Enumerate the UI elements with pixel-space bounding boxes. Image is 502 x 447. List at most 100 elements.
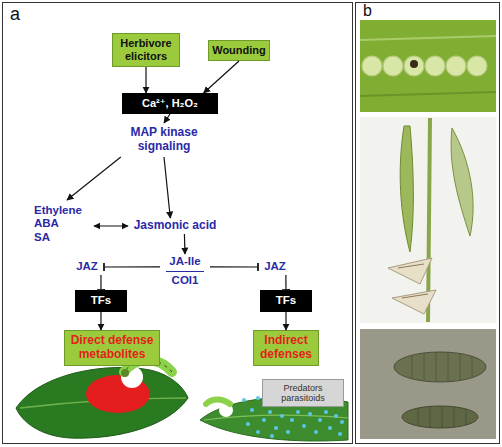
egg xyxy=(404,56,424,76)
leaf-vein xyxy=(360,36,496,40)
callout-box-text: Predators parasitoids xyxy=(263,383,343,404)
hormone-list-text: Ethylene ABA SA xyxy=(34,204,94,244)
transcription-box-text: TFs xyxy=(276,294,296,307)
callout-box: Predators parasitoids xyxy=(262,379,344,407)
volatile-dot xyxy=(250,408,254,412)
volatile-dot xyxy=(290,418,294,422)
volatile-dot xyxy=(242,398,246,402)
transcription-box-text: TFs xyxy=(91,294,111,307)
hormone-label-text: Jasmonic acid xyxy=(134,219,217,233)
arrow-connector xyxy=(204,61,239,93)
volatile-dot xyxy=(246,422,250,426)
volatile-dot xyxy=(314,430,318,434)
caterpillar-head xyxy=(121,369,129,377)
defense-box: Direct defense metabolites xyxy=(64,330,160,366)
leaf-vein xyxy=(360,92,496,96)
inhibition-connector xyxy=(285,275,286,290)
arrow-connector xyxy=(145,67,146,93)
volatile-dot xyxy=(270,434,274,438)
leaf-illustration xyxy=(16,360,188,438)
defense-box: Indirect defenses xyxy=(253,330,319,366)
egg-photo xyxy=(360,20,496,112)
volatile-dot xyxy=(334,414,338,418)
egg xyxy=(467,56,487,76)
volatile-dot xyxy=(318,418,322,422)
volatile-dot xyxy=(256,396,260,400)
larva-photo xyxy=(360,329,496,439)
repressor-label: JAZ xyxy=(70,259,104,275)
volatile-dot xyxy=(256,430,260,434)
photo-background xyxy=(360,329,496,439)
arrow-connector xyxy=(100,312,101,330)
defense-box-text: Direct defense metabolites xyxy=(65,334,159,362)
egg xyxy=(425,56,445,76)
moth-stripe xyxy=(398,264,428,298)
panel-frame xyxy=(356,3,500,444)
connector-group xyxy=(67,61,286,330)
photo-background xyxy=(360,117,496,323)
transcription-box: TFs xyxy=(75,290,127,312)
stimulus-box-text: Wounding xyxy=(212,44,266,57)
volatile-dot xyxy=(324,410,328,414)
receptor-complex-text: COI1 xyxy=(172,274,199,287)
moth xyxy=(392,290,436,314)
volatile-dot xyxy=(262,418,266,422)
moth-photo xyxy=(360,117,496,323)
stimulus-box: Wounding xyxy=(208,40,270,61)
volatile-dot xyxy=(308,412,312,416)
repressor-label-text: JAZ xyxy=(264,260,286,273)
receptor-complex-text: JA-Ile xyxy=(166,255,203,271)
repressor-label: JAZ xyxy=(258,259,292,275)
leaf-shape xyxy=(16,367,188,438)
volatile-dot xyxy=(274,426,278,430)
inhibition-connector xyxy=(210,266,258,267)
volatile-dot xyxy=(268,410,272,414)
arrow-connector xyxy=(164,157,170,218)
egg-spot xyxy=(410,60,418,68)
volatile-dot xyxy=(340,420,344,424)
arrow-connector xyxy=(184,234,186,254)
egg xyxy=(362,56,382,76)
pathway-label-text: MAP kinase signaling xyxy=(116,126,212,154)
egg-row xyxy=(362,56,487,76)
repressor-label-text: JAZ xyxy=(76,260,98,273)
stimulus-box-text: Herbivore elicitors xyxy=(113,37,179,62)
volatile-dot xyxy=(296,410,300,414)
transcription-box: TFs xyxy=(260,290,312,312)
panel-frame xyxy=(3,3,353,444)
signal-box: Ca²⁺, H₂O₂ xyxy=(122,93,218,114)
volatile-dot xyxy=(280,414,284,418)
hormone-label: Jasmonic acid xyxy=(128,218,222,234)
inhibition-connector xyxy=(100,275,101,290)
hormone-list: Ethylene ABA SA xyxy=(34,200,94,248)
caterpillar xyxy=(206,400,230,405)
photo-background xyxy=(360,20,496,112)
larva xyxy=(394,352,486,382)
larva-segments xyxy=(418,406,466,428)
volatile-dot xyxy=(302,424,306,428)
larva-segments xyxy=(412,352,472,382)
volatile-dot xyxy=(286,430,290,434)
panel-letter: a xyxy=(10,4,20,25)
seed-pod xyxy=(400,126,413,252)
egg xyxy=(383,56,403,76)
egg xyxy=(446,56,466,76)
arrow-connector xyxy=(164,114,170,123)
panel-letter: b xyxy=(363,2,372,20)
arrow-connector xyxy=(285,312,286,330)
larva xyxy=(402,406,478,428)
arrow-connector xyxy=(67,157,121,200)
volatile-dot xyxy=(328,426,332,430)
seed-pod xyxy=(451,128,473,236)
inhibition-connector xyxy=(104,266,160,267)
stimulus-box: Herbivore elicitors xyxy=(112,33,180,67)
arrow-connector xyxy=(94,225,128,226)
pathway-label: MAP kinase signaling xyxy=(116,123,212,157)
volatile-dot xyxy=(338,432,342,436)
receptor-complex: JA-IleCOI1 xyxy=(160,254,210,288)
defense-box-text: Indirect defenses xyxy=(254,334,318,362)
signal-box-text: Ca²⁺, H₂O₂ xyxy=(142,97,198,110)
